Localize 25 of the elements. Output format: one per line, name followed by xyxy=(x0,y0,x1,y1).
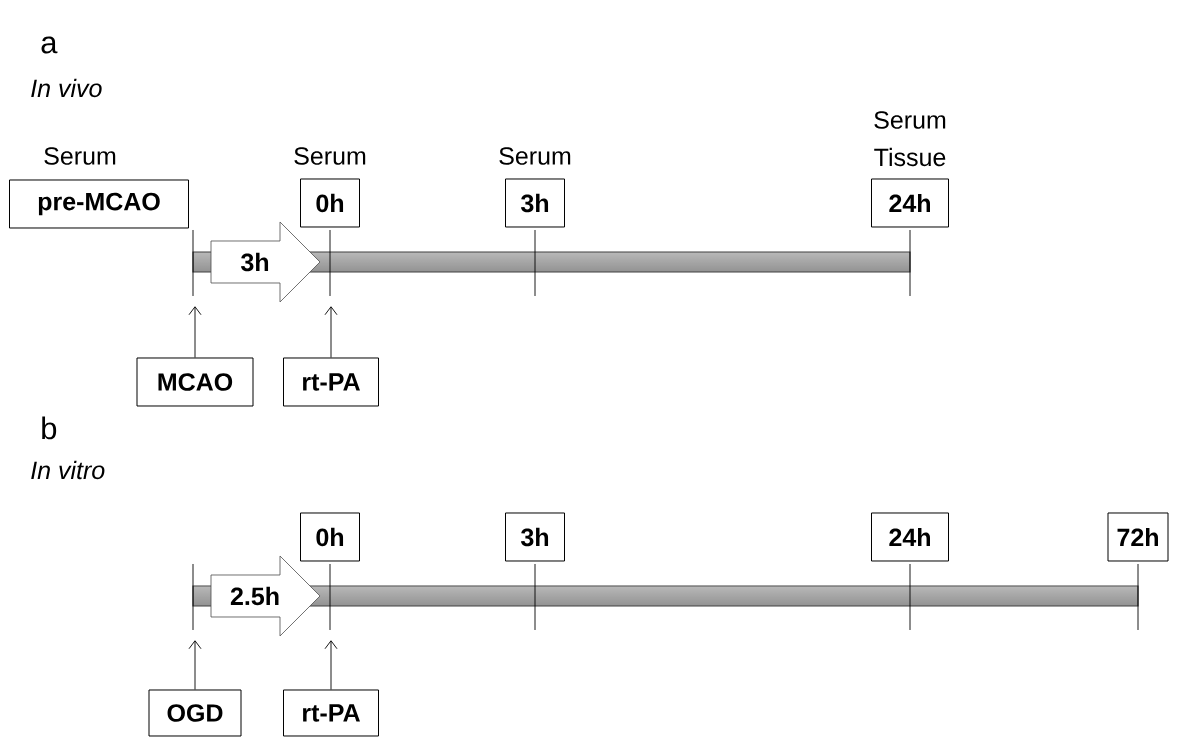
time-box: rt-PA xyxy=(283,689,379,737)
arrow xyxy=(188,306,202,358)
sample-label: Serum xyxy=(874,111,946,129)
time-box: 72h xyxy=(1107,512,1169,562)
time-box: 24h xyxy=(871,512,949,562)
time-box: 3h xyxy=(505,512,565,562)
time-box: MCAO xyxy=(136,357,254,407)
sample-label: Serum xyxy=(44,147,116,165)
time-box: 3h xyxy=(505,178,565,228)
time-box: rt-PA xyxy=(283,357,379,407)
time-box: OGD xyxy=(148,689,242,737)
sample-label: Serum xyxy=(499,147,571,165)
time-box: 24h xyxy=(871,178,949,228)
time-box: pre-MCAO xyxy=(9,179,189,229)
sample-label: Serum xyxy=(294,147,366,165)
panel-title: In vivo xyxy=(31,78,102,98)
sample-label: Tissue xyxy=(874,147,946,167)
time-box: 0h xyxy=(300,512,360,562)
panel-letter: a xyxy=(41,36,58,54)
time-box: 0h xyxy=(300,178,360,228)
arrow xyxy=(324,306,338,358)
arrow xyxy=(324,640,338,690)
arrow xyxy=(188,640,202,690)
panel-title: In vitro xyxy=(31,460,105,480)
panel-letter: b xyxy=(42,416,57,440)
